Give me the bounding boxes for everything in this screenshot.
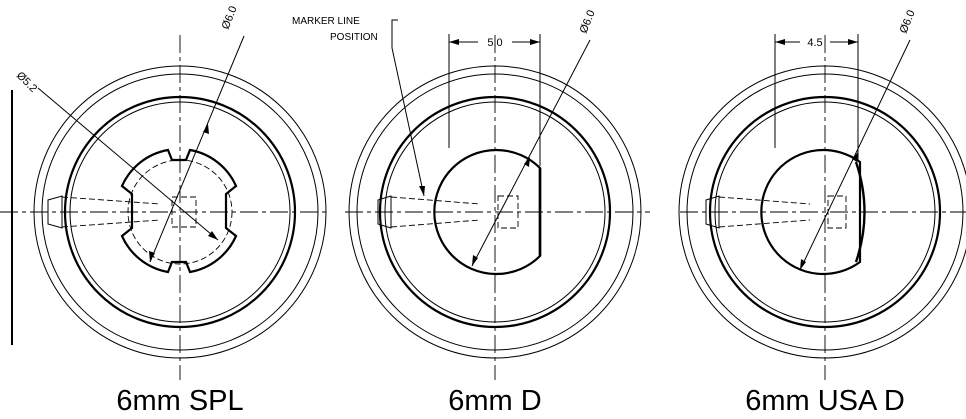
- dim-usa-d-width: 4.5: [807, 37, 822, 49]
- title-spl: 6mm SPL: [116, 385, 243, 417]
- spline-shaft-spl: [120, 148, 238, 274]
- dim-spl-diameter: Ø6.0: [220, 5, 240, 32]
- centerlines-d: [345, 35, 650, 380]
- centerlines-spl: [0, 35, 330, 380]
- marker-note-line2: POSITION: [330, 32, 378, 43]
- dim-usa-d-diameter: Ø6.0: [898, 9, 918, 36]
- marker-note-line1: MARKER LINE: [292, 16, 360, 27]
- title-d: 6mm D: [448, 385, 541, 417]
- centerlines-usa-d: [680, 35, 966, 380]
- dimension-lines-usa-d: [774, 34, 911, 271]
- d-shaft-usa-d: [760, 148, 866, 276]
- dim-d-diameter: Ø6.0: [578, 9, 598, 36]
- dimension-lines-d: [391, 19, 591, 267]
- pointer-marker-spl: [47, 195, 197, 229]
- view-usa-d: 4.5 Ø6.0 6mm USA D: [678, 9, 966, 417]
- d-shaft-d: [433, 148, 542, 276]
- dim-d-width: 5.0: [487, 37, 502, 49]
- dim-spl-flat: Ø5.2: [14, 70, 39, 95]
- dimension-lines-spl: [37, 35, 245, 263]
- view-spl: Ø5.2 Ø6.0 6mm SPL: [0, 5, 330, 417]
- title-usa-d: 6mm USA D: [745, 385, 905, 417]
- view-d: 5.0 Ø6.0 MARKER LINE POSITION 6mm D: [292, 9, 650, 417]
